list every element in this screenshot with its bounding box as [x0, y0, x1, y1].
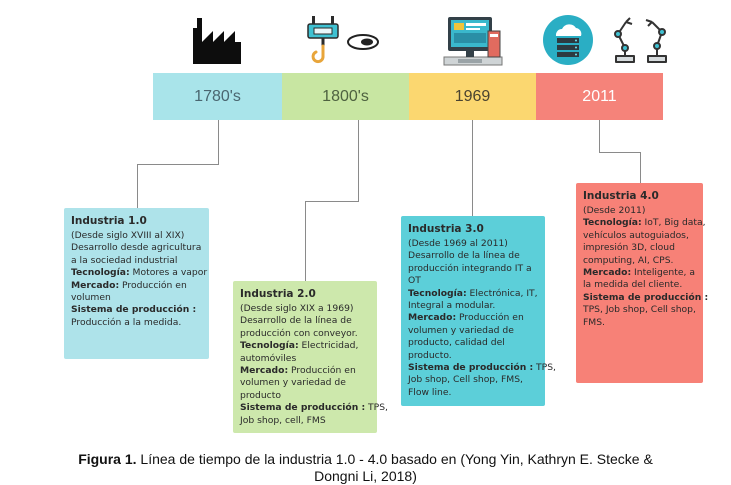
card-line: Flow line.	[408, 386, 452, 398]
connector-1-drop	[137, 164, 138, 208]
connector-3-vertical	[472, 120, 473, 216]
card-title: Industria 1.0	[71, 215, 147, 227]
card-line: Job shop, cell, FMS	[240, 414, 326, 426]
timeline-era-1780s: 1780's	[153, 73, 282, 120]
card-line: producto.	[408, 349, 452, 361]
connector-4-drop	[640, 152, 641, 183]
card-line: a la sociedad industrial	[71, 254, 178, 266]
card-line: impresión 3D, cloud	[583, 242, 675, 254]
card-line: FMS.	[583, 316, 605, 328]
card-line: producto, calidad del	[408, 337, 505, 349]
caption-label: Figura 1.	[78, 451, 137, 467]
connector-2-drop	[305, 201, 306, 281]
connector-1-vertical	[218, 120, 219, 164]
caption-line-1: Figura 1. Línea de tiempo de la industri…	[78, 451, 653, 467]
card-line: TPS, Job shop, Cell shop,	[583, 304, 696, 316]
card-line: (Desde siglo XVIII al XIX)	[71, 230, 185, 241]
computer-workstation-icon	[443, 17, 503, 66]
card-line: Sistema de producción :	[71, 304, 197, 316]
card-line: Sistema de producción : TPS,	[408, 362, 556, 374]
conveyor-piece-icon	[347, 34, 379, 50]
crane-hook-icon	[307, 16, 339, 64]
figure-caption: Figura 1. Línea de tiempo de la industri…	[0, 451, 731, 485]
connector-1-horizontal	[137, 164, 219, 165]
card-title: Industria 2.0	[240, 288, 316, 300]
card-line: Mercado: Inteligente, a	[583, 267, 695, 279]
card-line: volumen	[71, 292, 111, 304]
card-line: OT	[408, 275, 421, 287]
card-line: Tecnología: IoT, Big data,	[583, 217, 706, 229]
card-line: Tecnología: Electrónica, IT,	[408, 287, 538, 299]
card-line: Desarrollo desde agricultura	[71, 242, 202, 254]
card-line: producto	[240, 389, 281, 401]
card-line: Sistema de producción :	[583, 291, 709, 303]
connector-2-vertical	[358, 120, 359, 201]
connector-2-horizontal	[305, 201, 359, 202]
cloud-server-icon	[543, 15, 593, 65]
card-line: Producción a la medida.	[71, 316, 182, 328]
card-line: (Desde 2011)	[583, 205, 646, 216]
timeline-era-1969: 1969	[409, 73, 536, 120]
card-title: Industria 4.0	[583, 190, 659, 202]
card-industria-1: Industria 1.0 (Desde siglo XVIII al XIX)…	[64, 208, 209, 359]
card-line: volumen y variedad de	[408, 324, 514, 336]
card-line: Desarrollo de la línea de	[408, 250, 520, 262]
card-line: la medida del cliente.	[583, 279, 683, 291]
era-label: 1800's	[322, 87, 369, 105]
card-line: Desarrollo de la línea de	[240, 315, 352, 327]
card-industria-3: Industria 3.0 (Desde 1969 al 2011) Desar…	[401, 216, 556, 406]
timeline-era-2011: 2011	[536, 73, 663, 120]
card-title: Industria 3.0	[408, 223, 484, 235]
card-line: Sistema de producción : TPS,	[240, 402, 388, 414]
card-line: Job shop, Cell shop, FMS,	[408, 374, 523, 386]
card-line: automóviles	[240, 352, 297, 364]
era-label: 2011	[582, 87, 617, 105]
timeline-era-1800s: 1800's	[282, 73, 409, 120]
card-line: volumen y variedad de	[240, 377, 346, 389]
caption-line-2: Dongni Li, 2018)	[314, 468, 417, 484]
card-line: Mercado: Producción en	[240, 365, 356, 377]
card-line: Mercado: Producción en	[408, 312, 524, 324]
card-industria-4: Industria 4.0 (Desde 2011) Tecnología: I…	[576, 183, 709, 383]
card-line: (Desde 1969 al 2011)	[408, 238, 508, 249]
card-industria-2: Industria 2.0 (Desde siglo XIX a 1969) D…	[233, 281, 388, 433]
card-line: Mercado: Producción en	[71, 279, 187, 291]
connector-4-horizontal	[599, 152, 641, 153]
card-line: Integral a modular.	[408, 300, 496, 312]
card-line: (Desde siglo XIX a 1969)	[240, 303, 354, 314]
connector-4-vertical	[599, 120, 600, 152]
era-label: 1780's	[194, 87, 241, 105]
card-line: computing, AI, CPS.	[583, 254, 674, 266]
card-line: Tecnología: Electricidad,	[240, 340, 359, 352]
card-line: vehículos autoguiados,	[583, 229, 689, 241]
card-line: Tecnología: Motores a vapor	[71, 267, 208, 279]
factory-icon	[193, 18, 241, 64]
era-label: 1969	[454, 87, 491, 105]
card-line: producción integrando IT a	[408, 262, 532, 274]
card-line: producción con conveyor.	[240, 327, 358, 339]
robot-arm-icon	[614, 17, 667, 63]
